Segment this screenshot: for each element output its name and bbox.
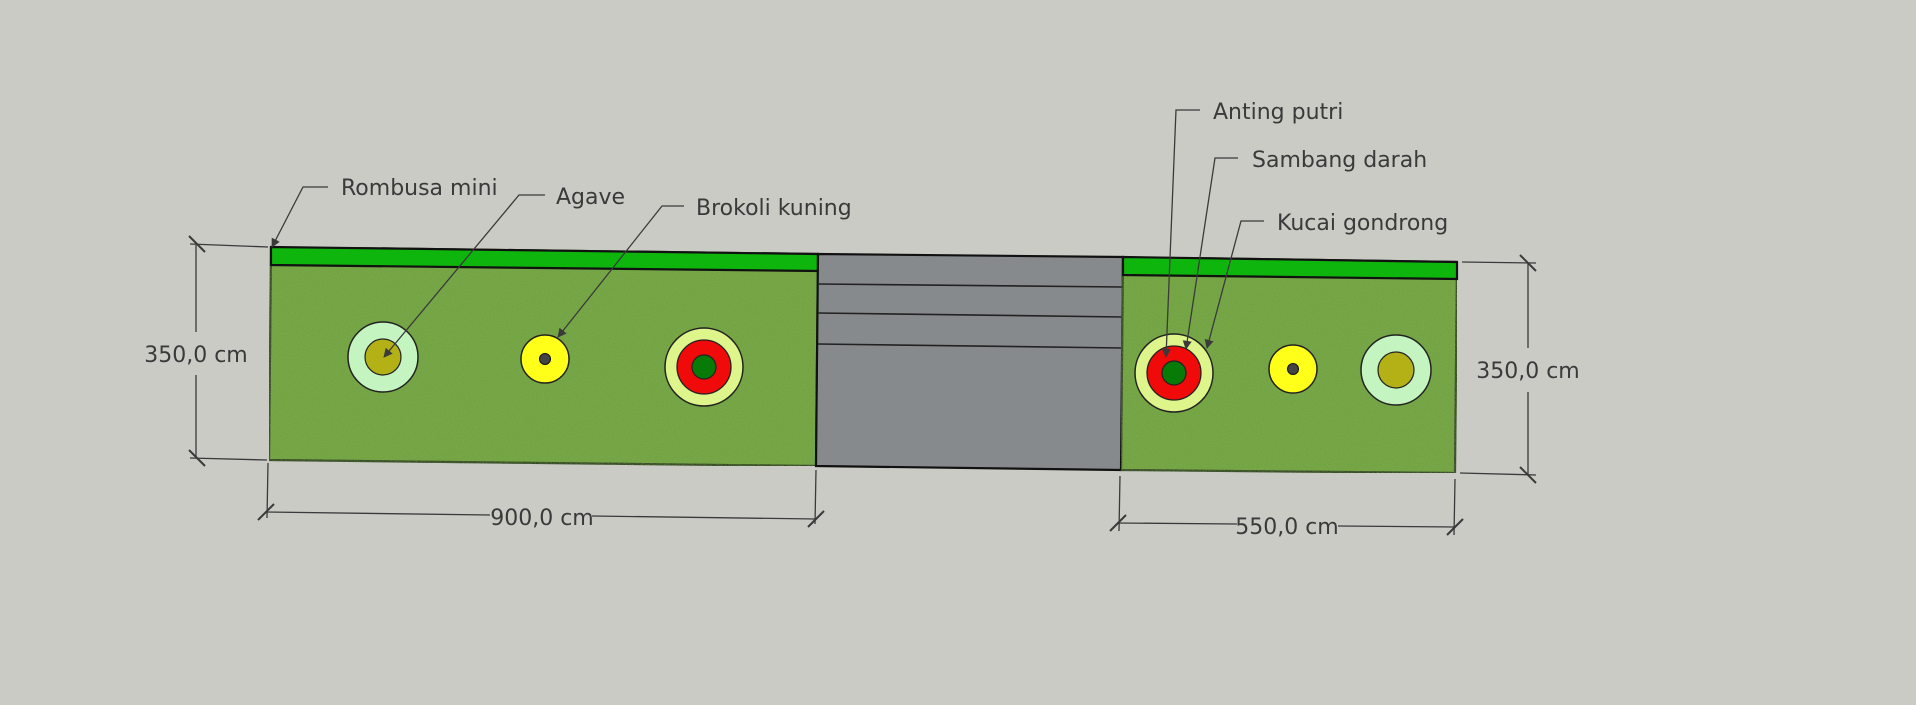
dimension-line — [1337, 525, 1456, 528]
leader-line — [1204, 220, 1264, 349]
plant-agave-right — [1268, 344, 1318, 394]
tick-mark — [188, 449, 206, 467]
extension-line — [1461, 261, 1537, 264]
dimension-text: 350,0 cm — [1476, 359, 1580, 384]
plant-rombusa-mini-right — [1360, 334, 1432, 406]
label-kucai-gondrong: Kucai gondrong — [1204, 211, 1448, 349]
dimension-line — [265, 511, 491, 516]
extension-line — [814, 469, 817, 525]
plant-center — [1161, 360, 1187, 386]
plant-agave-left — [520, 334, 570, 384]
tick-mark — [257, 503, 275, 521]
leader-line — [1182, 157, 1238, 350]
dimension-text: 350,0 cm — [144, 343, 248, 368]
extension-line — [1459, 472, 1537, 476]
path-step-line-2 — [817, 312, 1124, 318]
label-text: Sambang darah — [1252, 148, 1427, 173]
label-agave: Agave — [383, 185, 625, 358]
central-path — [814, 252, 1125, 472]
right-border-strip — [1121, 255, 1459, 281]
label-anting-putri: Anting putri — [1161, 100, 1343, 358]
label-text: Brokoli kuning — [696, 196, 852, 221]
dimension-right-height: 350,0 cm — [1459, 254, 1580, 484]
path-step-line-1 — [817, 283, 1124, 288]
dimension-right-width: 550,0 cm — [1109, 475, 1464, 540]
extension-line — [266, 462, 269, 519]
leader-line — [557, 205, 684, 338]
label-text: Rombusa mini — [341, 176, 498, 201]
label-brokoli-kuning: Brokoli kuning — [557, 196, 852, 338]
plant-center — [1377, 351, 1415, 389]
path-step-line-3 — [817, 343, 1124, 349]
leader-line — [271, 186, 328, 248]
label-text: Kucai gondrong — [1277, 211, 1448, 236]
plant-center — [539, 353, 551, 365]
plant-center — [364, 338, 402, 376]
tick-mark — [1519, 466, 1537, 484]
tick-mark — [1519, 254, 1537, 272]
tick-mark — [1446, 518, 1464, 536]
dimension-line — [591, 515, 817, 520]
leader-line — [383, 194, 545, 358]
dimension-text: 550,0 cm — [1235, 515, 1339, 540]
plant-rombusa-mini-left — [347, 321, 419, 393]
tick-mark — [1109, 514, 1127, 532]
label-text: Anting putri — [1213, 100, 1343, 125]
plant-anting-putri-right — [1134, 333, 1214, 413]
tick-mark — [188, 235, 206, 253]
label-rombusa-mini: Rombusa mini — [271, 176, 498, 248]
dimension-line — [1117, 522, 1238, 525]
leader-line — [1161, 109, 1200, 358]
label-sambang-darah: Sambang darah — [1182, 148, 1427, 350]
plant-center — [1287, 363, 1299, 375]
dimension-left-height: 350,0 cm — [144, 235, 269, 467]
plant-center — [691, 354, 717, 380]
extension-line — [189, 243, 269, 248]
tick-mark — [807, 510, 825, 528]
dimension-text: 900,0 cm — [490, 506, 594, 531]
dimension-left-width: 900,0 cm — [257, 462, 825, 531]
label-text: Agave — [556, 185, 625, 210]
extension-line — [189, 457, 268, 461]
extension-line — [1453, 478, 1456, 536]
plant-brokoli-kuning-left — [664, 327, 744, 407]
